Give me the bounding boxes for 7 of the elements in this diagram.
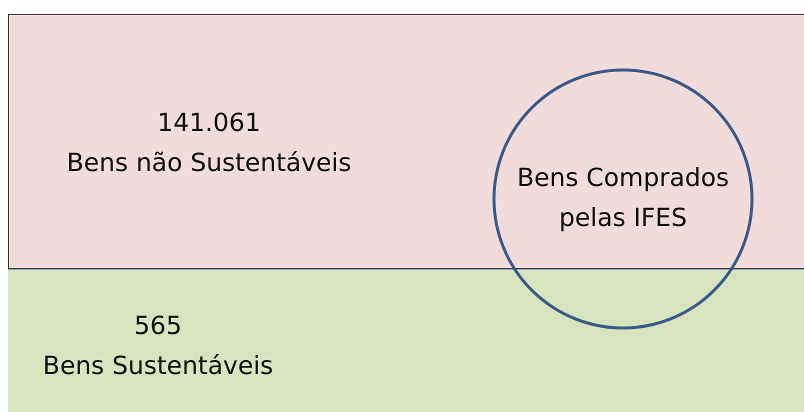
value-number: 141.061 bbox=[156, 107, 262, 139]
value-number: 565 bbox=[133, 310, 183, 342]
category-label: Bens Sustentáveis bbox=[42, 350, 274, 382]
category-band bbox=[8, 269, 804, 412]
category-label: Bens não Sustentáveis bbox=[66, 147, 352, 179]
set-label: Bens Comprados pelas IFES bbox=[516, 162, 730, 234]
category-band bbox=[8, 14, 804, 269]
